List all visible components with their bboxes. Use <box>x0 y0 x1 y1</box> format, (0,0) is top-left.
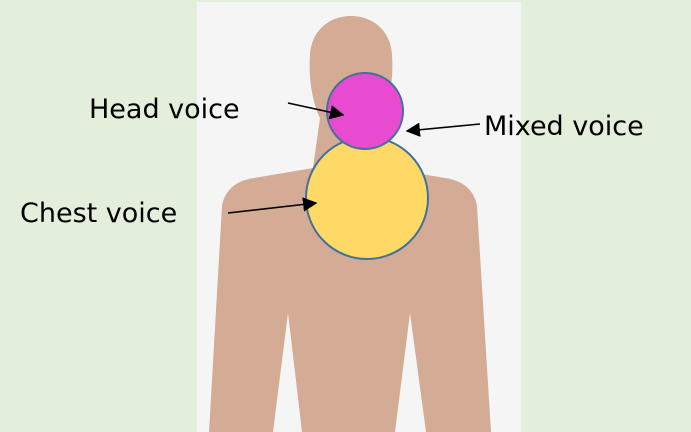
head-voice-circle <box>327 73 403 149</box>
chest-voice-circle <box>306 137 428 259</box>
head-voice-label: Head voice <box>89 94 240 125</box>
mixed-voice-label: Mixed voice <box>484 111 644 142</box>
chest-voice-label: Chest voice <box>20 198 177 229</box>
